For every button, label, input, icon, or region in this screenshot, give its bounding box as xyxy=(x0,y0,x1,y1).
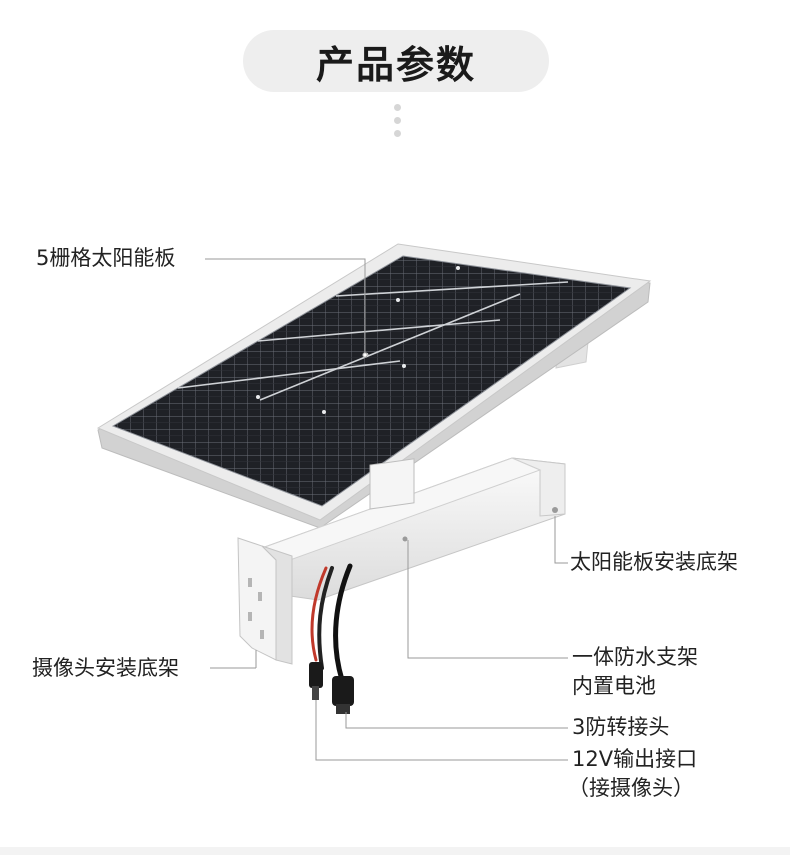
label-camera-mount: 摄像头安装底架 xyxy=(32,656,179,680)
cables xyxy=(310,563,353,683)
dot xyxy=(393,104,401,111)
label-bracket-line1: 一体防水支架 xyxy=(572,645,698,669)
label-panel-mount: 太阳能板安装底架 xyxy=(570,550,738,574)
solar-panel xyxy=(96,243,652,529)
bottom-strip xyxy=(0,847,790,855)
label-output-line2: （接摄像头） xyxy=(568,776,694,800)
dot xyxy=(393,130,401,137)
camera-mount-plate xyxy=(237,537,293,665)
leader-lines xyxy=(205,258,568,761)
dot xyxy=(393,117,401,124)
label-connector: 3防转接头 xyxy=(572,715,670,739)
output-plug xyxy=(309,662,323,700)
decorative-dots xyxy=(392,104,402,143)
label-output-line1: 12V输出接口 xyxy=(572,747,698,771)
connector-3way xyxy=(332,676,354,714)
page-title: 产品参数 xyxy=(243,30,549,92)
label-solar-panel: 5栅格太阳能板 xyxy=(36,246,176,270)
label-bracket-line2: 内置电池 xyxy=(572,674,656,698)
